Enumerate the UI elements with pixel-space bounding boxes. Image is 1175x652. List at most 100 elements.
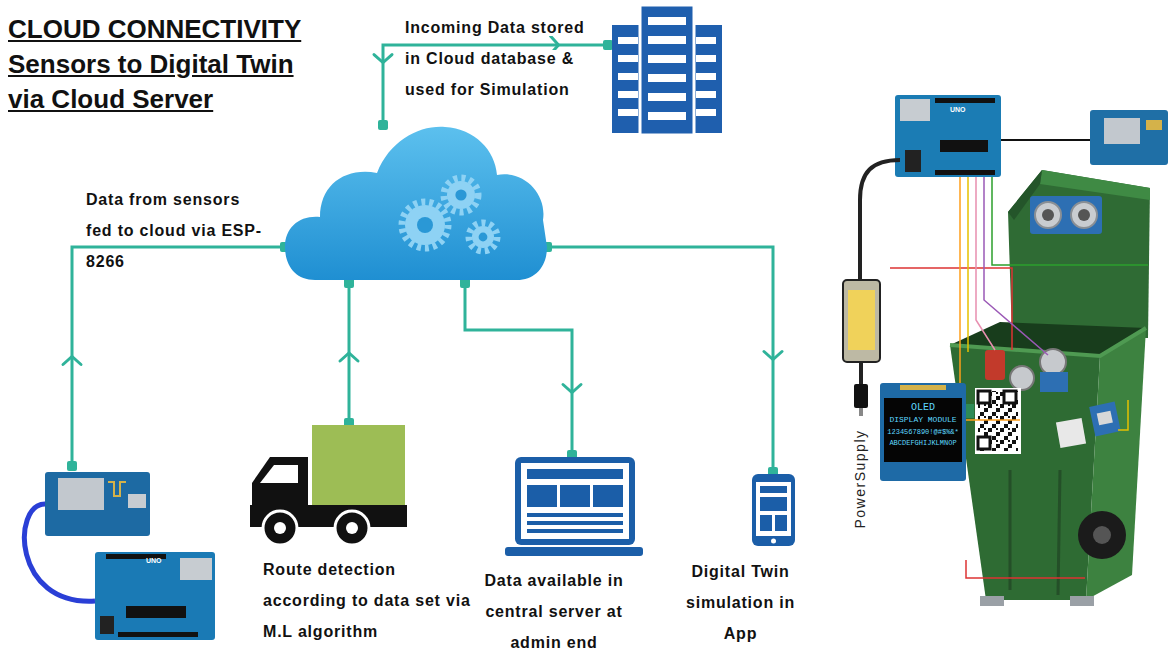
laptop-icon-art [465,455,643,559]
esp-arduino-device-art [128,494,146,508]
bin-body [1086,328,1146,600]
connector-line [465,283,572,455]
qr-code [978,391,1018,451]
arduino-board [895,95,1001,177]
laptop-icon-art [527,521,623,525]
laptop-icon-art [527,513,623,517]
bin-sensors [1010,366,1034,390]
oled-module [900,385,946,390]
connector-line [72,247,285,466]
laptop-icon-art [515,457,635,545]
gear-icon [472,226,494,248]
oled-screen-text: ABCDEFGHIJKLMNOP [884,438,962,449]
edge-label-box: Incoming Data stored in Cloud database &… [405,12,605,105]
bin-sensors [1040,372,1068,392]
gear-icon [469,223,497,251]
caption-holder: Route detection according to data set vi… [250,423,478,647]
cloud-database-art [696,55,716,62]
connector-terminal [378,120,388,130]
connector-terminal [603,40,613,50]
truck-icon-art [312,425,405,505]
phone-icon-art [678,472,803,550]
oled-module [884,398,962,462]
cloud-database-art [648,74,686,82]
qr-code [975,388,1021,454]
connector-line [547,247,773,472]
oled-module [880,383,966,481]
bin-body [950,322,1146,600]
power-supply [843,160,900,416]
edge-label: Incoming Data stored in Cloud database &… [405,19,585,98]
esp-arduino-device-art [95,552,215,640]
esp-module [1090,110,1168,165]
laptop-icon-art [527,469,623,479]
esp-arduino-device [8,466,220,644]
bin-sensors [985,350,1005,380]
truck-icon-art [274,522,286,534]
truck-icon-art [263,511,297,545]
node-caption: Route detection according to data set vi… [263,554,475,647]
cloud-database-art [648,36,686,44]
bin-wheel [980,511,1126,606]
bin-lid [1008,170,1150,338]
cloud-database-art [618,37,638,44]
caption-holder: Data available in central server at admi… [465,455,643,652]
arrow-head [340,353,358,361]
esp-module [1146,120,1162,130]
arduino-board [940,140,988,152]
bin-sensors [1089,402,1121,437]
truck-icon-art [335,511,369,545]
power-supply [859,408,863,416]
power-label: PowerSupply [851,419,869,539]
cloud-database-art [618,73,638,80]
qr-code [978,391,990,403]
edge-label-box: Data from sensors fed to cloud via ESP-8… [86,184,271,277]
arrow-head [63,357,81,365]
cloud-server-art [285,125,547,283]
node-caption: Digital Twin simulation in App [678,556,803,649]
phone-icon-art [775,515,787,531]
cloud-database-art [618,55,638,62]
cloud-database-art [640,5,694,135]
oled-screen-text: DISPLAY MODULE [884,414,962,426]
gear-icon [455,189,466,200]
sensor-wires [890,176,1148,578]
ultrasonic-sensor [1035,202,1061,228]
power-supply [843,280,880,362]
truck-icon-art [346,522,358,534]
gear-icon [479,233,488,242]
laptop-icon-art [521,463,629,539]
cloud-database-art [648,17,686,25]
laptop-icon-art [527,529,623,533]
bin-body [950,345,1100,600]
gear-icon [444,178,478,212]
gear-icon [402,202,448,248]
bin-wheel [1078,511,1126,559]
bin-wheel [1070,596,1094,606]
phone-icon-art [752,474,795,546]
oled-screen-text: OLED [884,401,962,415]
phone-icon-art [771,539,776,544]
esp-arduino-device-art [100,616,114,634]
truck-icon-art [260,465,298,483]
gear-icon [402,202,448,248]
esp-arduino-device-art [126,606,186,618]
phone-icon-art [760,486,787,493]
laptop-icon-art [527,485,557,507]
bin-sensors [1097,411,1113,426]
esp-arduino-device-art [180,558,212,580]
arduino-board [900,99,930,121]
ultrasonic-sensor [1042,209,1054,221]
phone-icon-art [760,497,787,511]
esp-module [1090,110,1168,165]
oled-module [880,383,974,481]
cloud-database-art [696,73,716,80]
laptop-icon-art [593,485,623,507]
arrow-head [563,385,581,393]
arduino-board [935,170,995,175]
gear-icon [447,181,475,209]
phone-icon-art [760,515,772,531]
laptop-icon-art [560,485,590,507]
gear-icon [417,217,433,233]
